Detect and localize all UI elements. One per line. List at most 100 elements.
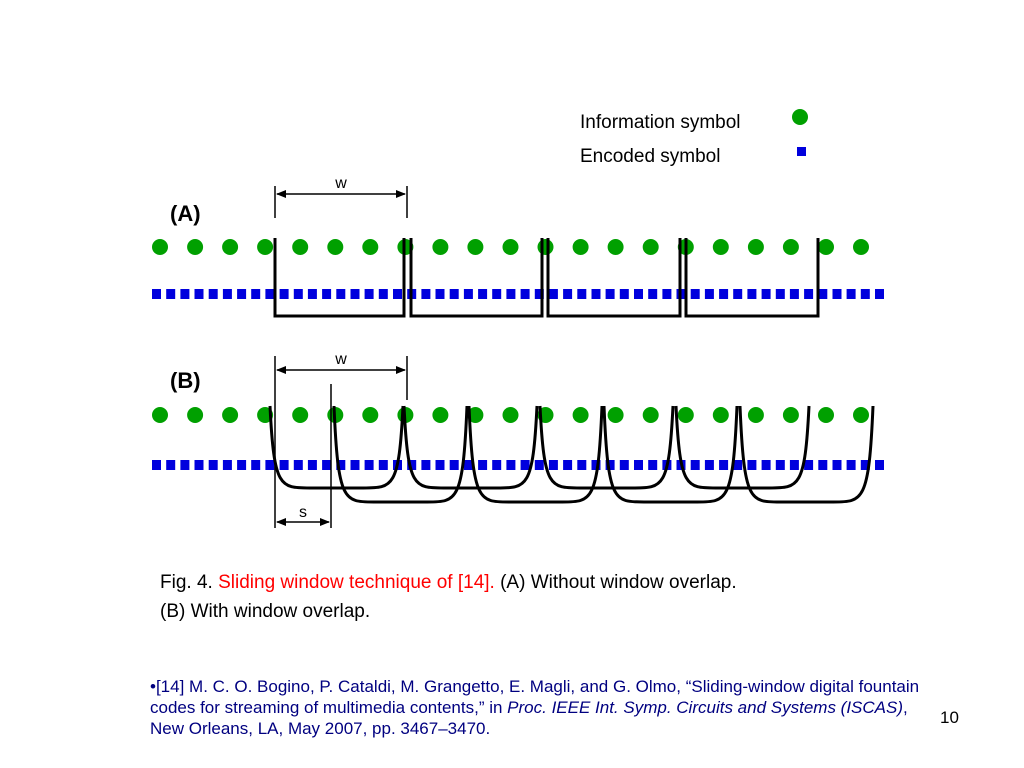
encoded-symbol bbox=[307, 460, 317, 470]
encoded-symbol bbox=[336, 289, 346, 299]
panel-b-window-dimension: w bbox=[274, 351, 408, 528]
encoded-symbol bbox=[364, 289, 374, 299]
info-symbol bbox=[502, 239, 519, 255]
legend-encoded-label: Encoded symbol bbox=[580, 146, 720, 167]
encoded-symbol bbox=[789, 460, 799, 470]
encoded-symbol bbox=[591, 460, 601, 470]
encoded-symbol bbox=[279, 289, 289, 299]
encoded-symbol bbox=[591, 289, 601, 299]
encoded-symbol bbox=[832, 460, 842, 470]
encoded-symbol bbox=[648, 460, 658, 470]
encoded-symbol bbox=[265, 460, 275, 470]
panel-a-label: (A) bbox=[170, 201, 201, 226]
info-symbol bbox=[712, 239, 729, 255]
window-curve bbox=[674, 405, 811, 490]
encoded-symbol bbox=[435, 289, 445, 299]
encoded-symbol bbox=[520, 460, 530, 470]
panel-b-step-dimension: s bbox=[276, 384, 332, 528]
info-symbol bbox=[642, 407, 659, 423]
reference-citation: •[14] M. C. O. Bogino, P. Cataldi, M. Gr… bbox=[150, 676, 920, 739]
encoded-symbol bbox=[719, 460, 729, 470]
encoded-symbol bbox=[690, 289, 700, 299]
encoded-symbol bbox=[747, 289, 757, 299]
encoded-symbol bbox=[435, 460, 445, 470]
encoded-symbol bbox=[577, 289, 587, 299]
window-curve bbox=[332, 405, 469, 504]
encoded-symbol bbox=[350, 460, 360, 470]
encoded-symbol bbox=[364, 460, 374, 470]
info-symbol bbox=[818, 407, 834, 423]
legend: Information symbol Encoded symbol bbox=[580, 109, 808, 167]
encoded-symbol bbox=[265, 289, 275, 299]
window-curve bbox=[467, 405, 604, 504]
encoded-symbol bbox=[818, 289, 828, 299]
figure-caption: Fig. 4. Sliding window technique of [14]… bbox=[160, 568, 880, 626]
panel-a-window-dimension: w bbox=[274, 175, 408, 218]
info-symbol bbox=[782, 239, 799, 255]
info-symbol bbox=[782, 407, 799, 423]
encoded-symbol bbox=[634, 289, 643, 299]
legend-info-label: Information symbol bbox=[580, 112, 741, 133]
panel-b-encoded-symbols bbox=[152, 460, 884, 470]
encoded-symbol bbox=[251, 460, 261, 470]
encoded-symbol bbox=[832, 289, 842, 299]
info-symbol bbox=[747, 407, 764, 423]
caption-highlight: Sliding window technique of [14]. bbox=[218, 572, 495, 593]
encoded-symbol bbox=[733, 460, 743, 470]
panel-b-label: (B) bbox=[170, 368, 201, 393]
encoded-symbol bbox=[293, 460, 303, 470]
info-symbol bbox=[537, 239, 554, 255]
encoded-symbol bbox=[548, 460, 558, 470]
info-symbol bbox=[432, 407, 449, 423]
encoded-symbol bbox=[307, 289, 317, 299]
info-symbol bbox=[502, 407, 519, 423]
encoded-symbol bbox=[789, 289, 799, 299]
encoded-symbol bbox=[747, 460, 757, 470]
panel-b-window-label: w bbox=[334, 351, 347, 368]
caption-line-1: Fig. 4. Sliding window technique of [14]… bbox=[160, 568, 880, 597]
encoded-symbol bbox=[860, 289, 870, 299]
encoded-symbol bbox=[804, 460, 814, 470]
encoded-symbol bbox=[619, 460, 629, 470]
encoded-symbol bbox=[492, 460, 502, 470]
panel-b-windows bbox=[268, 405, 875, 504]
window-curve bbox=[602, 405, 739, 504]
encoded-symbol bbox=[690, 460, 700, 470]
panel-b-info-symbols bbox=[152, 407, 869, 423]
page-number: 10 bbox=[940, 708, 959, 727]
caption-line-2: (B) With window overlap. bbox=[160, 601, 371, 622]
encoded-symbol bbox=[506, 289, 516, 299]
encoded-symbol bbox=[563, 289, 573, 299]
info-symbol bbox=[187, 239, 204, 255]
encoded-symbol bbox=[350, 289, 360, 299]
info-symbol bbox=[257, 239, 274, 255]
info-symbol bbox=[222, 407, 239, 423]
encoded-symbol bbox=[322, 289, 332, 299]
info-symbol bbox=[853, 239, 869, 255]
info-symbol bbox=[292, 239, 309, 255]
info-symbol bbox=[362, 407, 379, 423]
encoded-symbol bbox=[463, 460, 473, 470]
legend-encoded-symbol bbox=[797, 147, 806, 156]
window-bracket bbox=[273, 238, 406, 318]
info-symbol bbox=[607, 239, 624, 255]
reference-tail: , New Orleans, LA, May 2007, pp. 3467–34… bbox=[150, 698, 908, 738]
encoded-symbol bbox=[875, 289, 884, 299]
encoded-symbol bbox=[208, 460, 218, 470]
window-curve bbox=[538, 405, 675, 490]
info-symbol bbox=[292, 407, 309, 423]
encoded-symbol bbox=[534, 289, 544, 299]
window-bracket bbox=[409, 238, 544, 318]
panel-a-info-symbols bbox=[152, 239, 869, 255]
encoded-symbol bbox=[478, 289, 488, 299]
encoded-symbol bbox=[279, 460, 289, 470]
encoded-symbol bbox=[421, 460, 431, 470]
encoded-symbol bbox=[194, 289, 204, 299]
encoded-symbol bbox=[336, 460, 346, 470]
encoded-symbol bbox=[449, 289, 459, 299]
info-symbol bbox=[818, 239, 834, 255]
window-bracket bbox=[546, 238, 682, 318]
encoded-symbol bbox=[634, 460, 643, 470]
encoded-symbol bbox=[648, 289, 658, 299]
encoded-symbol bbox=[733, 289, 743, 299]
